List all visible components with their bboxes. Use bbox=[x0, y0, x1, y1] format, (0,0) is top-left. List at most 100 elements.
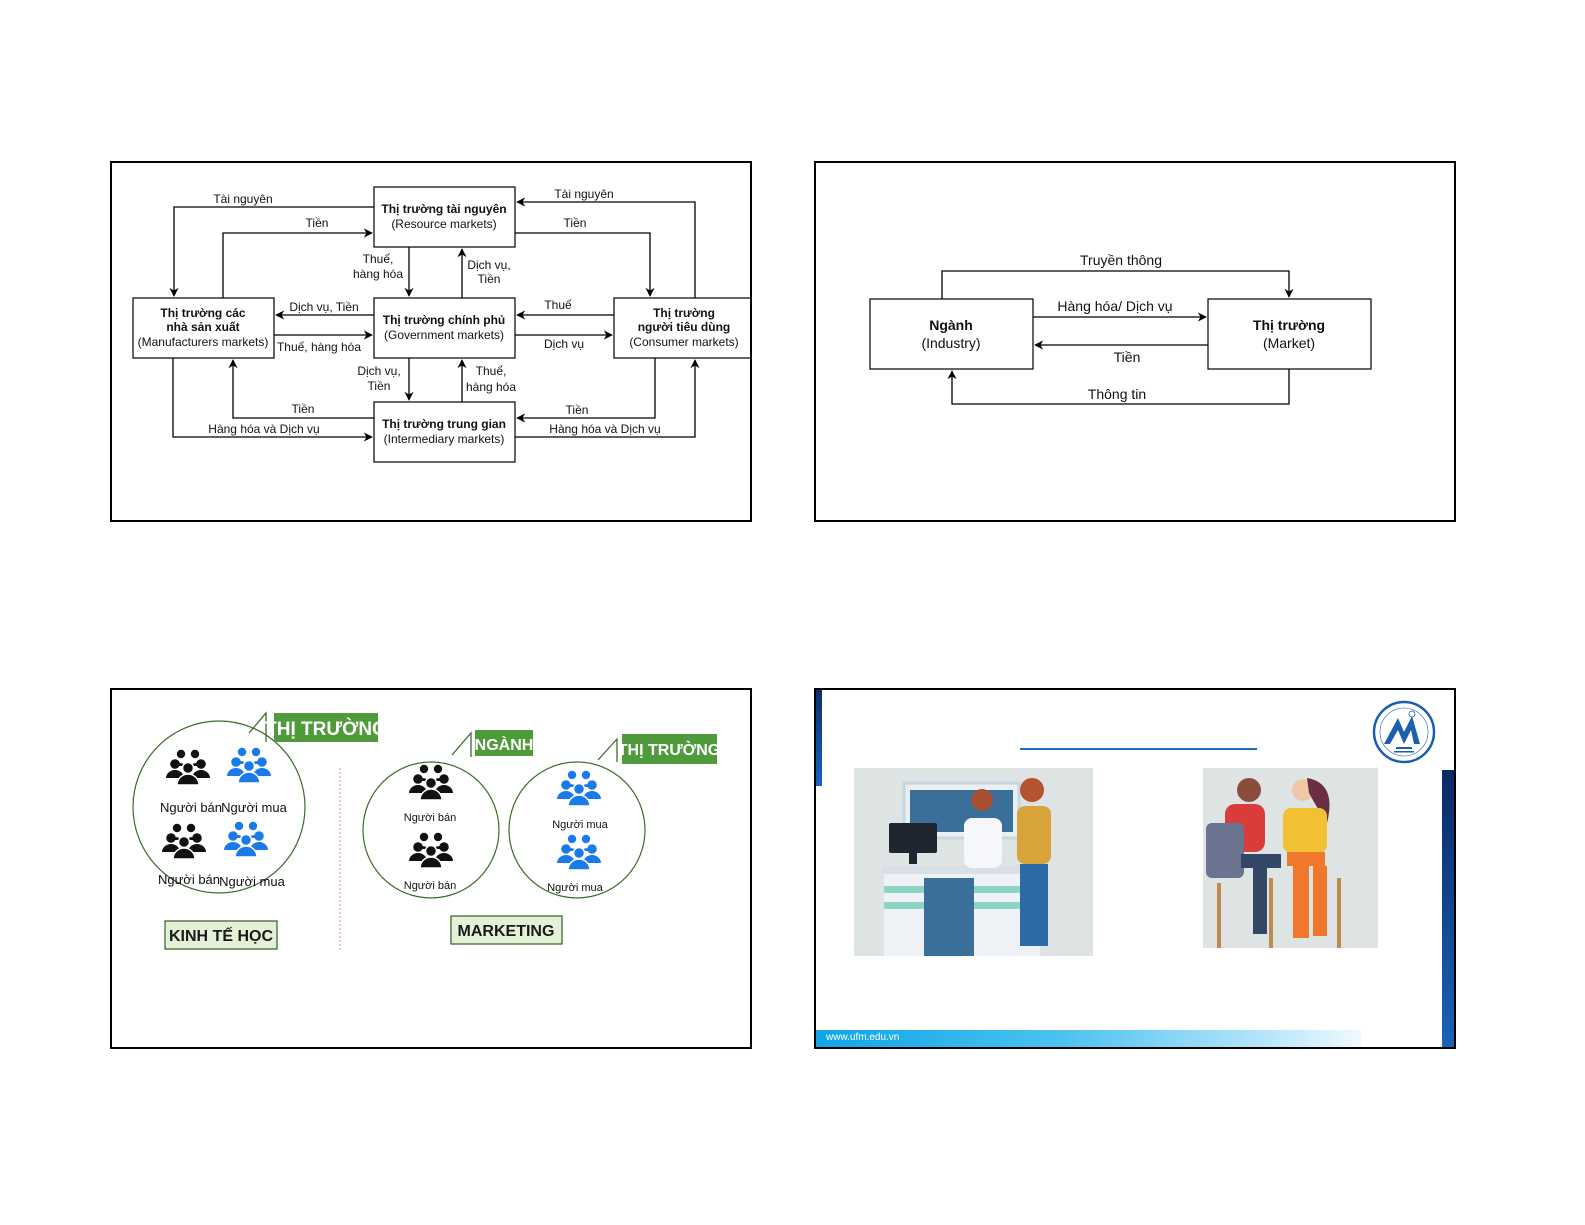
flow-label: Tiền bbox=[306, 216, 329, 230]
slide-ufm-illustrations: www.ufm.edu.vn bbox=[814, 688, 1456, 1049]
marketing-group: NGÀNH Người bán Người bán THỊ TRƯỜNG Ngư… bbox=[362, 730, 720, 945]
box-title: Thị trường trung gian bbox=[382, 417, 506, 431]
buyer-label: Người mua bbox=[547, 882, 603, 894]
arrow-manufacturers-to-intermediary bbox=[172, 358, 373, 442]
arrow-manufacturers-to-resource bbox=[222, 228, 373, 298]
slide-market-flows: Thị trường tài nguyên (Resource markets)… bbox=[110, 161, 752, 522]
box-title: Thị trường chính phủ bbox=[383, 313, 506, 327]
buyer-group-icon bbox=[223, 821, 269, 858]
box-title: Thị trường bbox=[1253, 317, 1325, 333]
seller-label: Người bán bbox=[404, 880, 457, 892]
flow-label: Hàng hóa và Dịch vụ bbox=[208, 422, 319, 436]
buyer-group-icon bbox=[556, 834, 602, 871]
flow-label: Tiền bbox=[1114, 349, 1141, 365]
arrow-intermediary-to-manufacturers bbox=[228, 359, 374, 419]
buyer-label: Người mua bbox=[552, 819, 608, 831]
flow-label: Tiền bbox=[292, 402, 315, 416]
flow-label: Thuế, bbox=[476, 364, 507, 378]
callout-line bbox=[248, 711, 267, 742]
industry-market-diagram: Ngành (Industry) Thị trường (Market) Tru… bbox=[869, 252, 1372, 405]
flow-label: Tài nguyên bbox=[554, 187, 613, 201]
economics-label-box bbox=[164, 920, 278, 950]
flow-label: Thuế, hàng hóa bbox=[277, 340, 361, 354]
right-accent-bar bbox=[1442, 770, 1454, 1047]
marketing-label: MARKETING bbox=[458, 923, 555, 940]
buyer-label: Người mua bbox=[221, 800, 287, 815]
box-resource-markets: Thị trường tài nguyên (Resource markets) bbox=[373, 186, 516, 248]
tag-market bbox=[622, 734, 717, 764]
box-title: Thị trường các bbox=[160, 306, 246, 320]
box-government-markets: Thị trường chính phủ (Government markets… bbox=[373, 297, 516, 359]
arrow-resource-to-manufacturers bbox=[169, 206, 374, 297]
seller-label: Người bán bbox=[404, 812, 457, 824]
tag-industry-text: NGÀNH bbox=[475, 735, 534, 754]
box-subtitle: (Intermediary markets) bbox=[384, 432, 505, 446]
market-circle bbox=[132, 720, 306, 894]
box-subtitle: (Resource markets) bbox=[391, 217, 496, 231]
market-flow-diagram: Thị trường tài nguyên (Resource markets)… bbox=[132, 186, 750, 463]
pharmacy-counter-illustration bbox=[854, 768, 1093, 956]
box-subtitle: (Market) bbox=[1263, 335, 1315, 351]
tag-market-text: THỊ TRƯỜNG bbox=[618, 740, 720, 759]
buyer-label: Người mua bbox=[219, 874, 285, 889]
two-people-conversation-illustration bbox=[1203, 768, 1378, 948]
industry-circle bbox=[362, 761, 500, 899]
flow-label: hàng hóa bbox=[466, 380, 516, 394]
seller-label: Người bán bbox=[158, 872, 220, 887]
flow-label: Thông tin bbox=[1088, 386, 1146, 402]
seller-label: Người bán bbox=[160, 800, 222, 815]
tag-market-text: THỊ TRƯỜNG bbox=[265, 718, 387, 740]
tag-industry bbox=[475, 730, 533, 756]
flow-label: Dịch vụ bbox=[544, 337, 584, 351]
tag-market bbox=[274, 713, 378, 742]
flow-label: Tiền bbox=[368, 379, 391, 393]
callout-line bbox=[451, 731, 472, 757]
flow-label: Hàng hóa và Dịch vụ bbox=[549, 422, 660, 436]
box-subtitle: (Government markets) bbox=[384, 328, 504, 342]
box-subtitle: (Manufacturers markets) bbox=[138, 335, 269, 349]
arrow-communication bbox=[941, 270, 1294, 299]
box-industry: Ngành (Industry) bbox=[869, 298, 1034, 370]
flow-label: Tiền bbox=[564, 216, 587, 230]
box-title: người tiêu dùng bbox=[638, 320, 731, 334]
flow-label: Dịch vụ, bbox=[467, 258, 510, 272]
buyer-group-icon bbox=[226, 747, 272, 784]
seller-group-icon bbox=[165, 749, 211, 786]
box-intermediary-markets: Thị trường trung gian (Intermediary mark… bbox=[373, 401, 516, 463]
footer-bar: www.ufm.edu.vn bbox=[816, 1030, 1361, 1047]
slide-industry-market: Ngành (Industry) Thị trường (Market) Tru… bbox=[814, 161, 1456, 522]
flow-label: Tiền bbox=[566, 403, 589, 417]
arrow-information bbox=[947, 369, 1290, 405]
flow-label: Dịch vụ, bbox=[357, 364, 400, 378]
market-circle bbox=[508, 761, 646, 899]
flow-label: hàng hóa bbox=[353, 267, 403, 281]
economics-label: KINH TẾ HỌC bbox=[169, 926, 273, 945]
box-title: Thị trường tài nguyên bbox=[381, 202, 506, 216]
box-subtitle: (Industry) bbox=[921, 335, 980, 351]
box-market: Thị trường (Market) bbox=[1207, 298, 1372, 370]
box-subtitle: (Consumer markets) bbox=[629, 335, 738, 349]
seller-group-icon bbox=[408, 832, 454, 869]
flow-label: Thuế bbox=[544, 298, 572, 312]
arrow-resource-to-consumer bbox=[515, 232, 655, 297]
flow-label: Tiền bbox=[478, 272, 501, 286]
flow-label: Truyền thông bbox=[1080, 252, 1162, 268]
left-accent-bar bbox=[816, 690, 822, 786]
marketing-label-box bbox=[450, 915, 563, 945]
box-title: nhà sản xuất bbox=[166, 320, 239, 334]
box-title: Thị trường bbox=[653, 306, 715, 320]
flow-label: Dịch vụ, Tiền bbox=[289, 300, 358, 314]
seller-group-icon bbox=[408, 764, 454, 801]
economics-marketing-illustration: THỊ TRƯỜNG Người bán Người mua Người bán… bbox=[132, 711, 720, 952]
buyer-group-icon bbox=[556, 770, 602, 807]
arrow-intermediary-to-consumer bbox=[515, 359, 700, 438]
flow-label: Thuế, bbox=[363, 252, 394, 266]
footer-url[interactable]: www.ufm.edu.vn bbox=[826, 1032, 900, 1043]
economics-market-group: THỊ TRƯỜNG Người bán Người mua Người bán… bbox=[132, 711, 387, 950]
title-underline bbox=[1020, 748, 1257, 750]
box-manufacturers-markets: Thị trường các nhà sản xuất (Manufacture… bbox=[132, 297, 275, 359]
arrow-consumer-to-intermediary bbox=[516, 358, 656, 423]
arrow-consumer-to-resource bbox=[516, 197, 696, 298]
box-title: Ngành bbox=[929, 317, 973, 333]
flow-label: Tài nguyên bbox=[213, 192, 272, 206]
